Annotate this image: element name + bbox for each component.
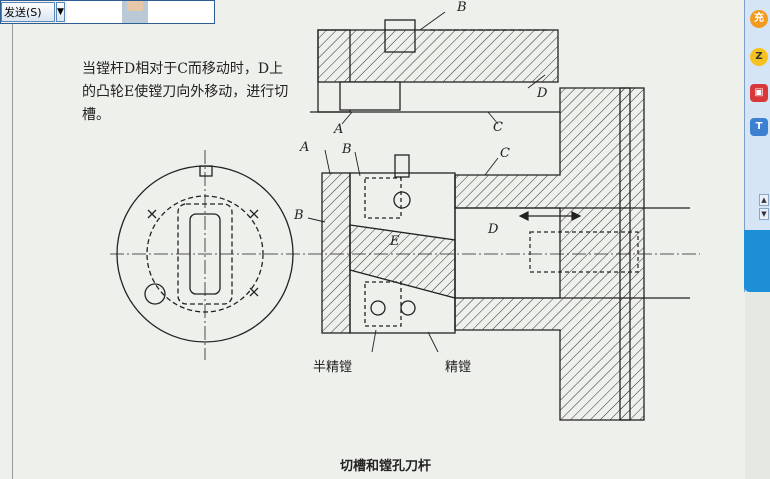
label-b-top: B <box>457 0 467 15</box>
gift-icon[interactable]: ▣ <box>750 84 768 102</box>
chat-toolbar: 发送(S) ▼ <box>0 0 215 24</box>
label-c-mid: C <box>500 146 510 161</box>
label-d-main: D <box>488 222 499 237</box>
tool-icon[interactable]: T <box>750 118 768 136</box>
label-e: E <box>390 234 400 249</box>
flower-icon[interactable]: 充 <box>750 10 768 28</box>
scroll-down-icon[interactable]: ▼ <box>759 208 769 220</box>
label-semi-finish-boring: 半精镗 <box>313 360 353 375</box>
top-view-tool <box>384 19 416 53</box>
technical-drawing <box>110 11 700 421</box>
leader-b-mid <box>354 151 361 177</box>
label-a-top: A <box>334 122 344 137</box>
figure-title: 切槽和镗孔刀杆 <box>340 459 432 474</box>
label-b-left: B <box>294 208 304 223</box>
send-button[interactable]: 发送(S) <box>1 2 55 22</box>
send-dropdown-icon[interactable]: ▼ <box>56 2 65 22</box>
label-b-mid: B <box>342 142 352 157</box>
leader-c-mid <box>484 157 499 176</box>
top-view-body <box>317 29 559 83</box>
chat-icon[interactable]: Z <box>750 48 768 66</box>
label-d-top: D <box>537 86 548 101</box>
leader-semi-finish <box>371 329 377 353</box>
leader-d-top <box>527 74 546 89</box>
page-edge-line <box>12 0 13 479</box>
label-finish-boring: 精镗 <box>445 360 472 375</box>
leader-finish <box>427 331 439 353</box>
blue-side-tab[interactable] <box>744 230 770 292</box>
caption-text: 当镗杆D相对于C而移动时，D上的凸轮E使镗刀向外移动，进行切槽。 <box>82 61 289 123</box>
top-view-slot <box>339 81 401 111</box>
leader-a-top <box>341 111 353 125</box>
bar-head <box>321 154 456 334</box>
end-view <box>116 150 294 360</box>
housing-c <box>454 87 645 421</box>
scroll-up-icon[interactable]: ▲ <box>759 194 769 206</box>
avatar-preview <box>67 1 214 23</box>
leader-b-top <box>419 11 446 31</box>
label-c-top: C <box>493 120 503 135</box>
leader-c-top <box>487 111 499 125</box>
label-a-mid: A <box>300 140 310 155</box>
leader-b-left <box>307 217 326 223</box>
leader-a-mid <box>324 149 331 175</box>
boring-bar-d <box>455 207 690 299</box>
